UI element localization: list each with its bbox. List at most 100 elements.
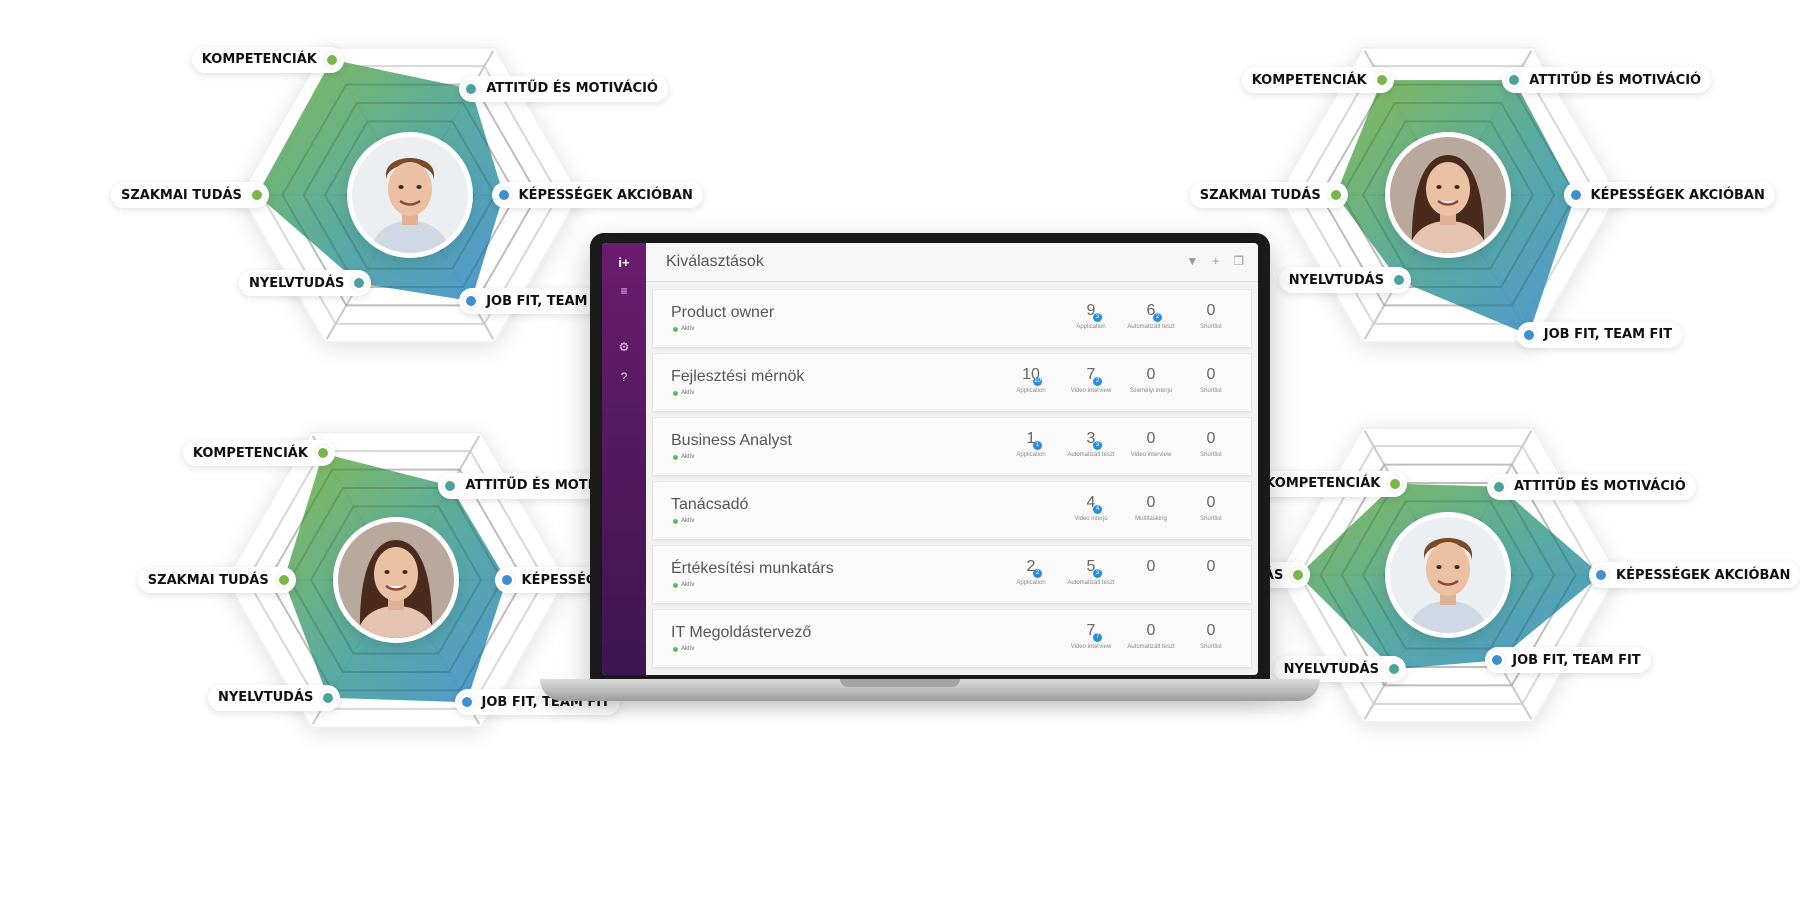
radar-point — [1290, 567, 1307, 583]
help-icon[interactable]: ? — [620, 370, 628, 384]
gear-icon[interactable]: ⚙ — [618, 340, 630, 354]
radar-grid-ring — [1361, 120, 1535, 270]
radar-grid-ring — [309, 505, 483, 655]
new-count-badge: 4 — [1093, 505, 1102, 514]
female-candidate-avatar-2 — [338, 522, 454, 638]
radar-label-kompetenciak: KOMPETENCIÁK — [1241, 67, 1394, 94]
radar-label-attitud: ATTITŰD ÉS MOTIVÁCIÓ — [459, 75, 668, 102]
radar-grid-ring — [1383, 518, 1513, 632]
radar-point — [458, 694, 475, 711]
add-icon[interactable]: + — [1212, 254, 1220, 268]
radar-score-area — [1298, 483, 1601, 670]
radar-grid-ring — [1298, 65, 1598, 325]
laptop-base — [540, 679, 1320, 701]
radar-label-attitud: ATTITŰD ÉS MOTIVÁCIÓ — [1502, 67, 1712, 94]
radar-grid-ring — [1298, 445, 1598, 705]
radar-grid-ring — [323, 120, 497, 270]
radar-grid-overlay — [1319, 83, 1577, 307]
header-actions: ▼ + ❐ — [1186, 254, 1244, 268]
radar-spoke — [325, 50, 411, 196]
radar-grid-overlay — [309, 505, 483, 655]
new-count-badge: 2 — [1033, 569, 1042, 578]
radar-point — [1489, 652, 1506, 669]
radar-label-kompetenciak: KOMPETENCIÁK — [191, 46, 344, 73]
radar-grid-ring — [1383, 138, 1513, 252]
radar-grid-overlay — [267, 468, 525, 692]
radar-spoke — [1447, 574, 1533, 720]
radar-spoke — [311, 435, 397, 581]
radar-grid-ring — [345, 138, 475, 252]
status-badge: Aktív — [673, 582, 694, 588]
radar-grid-overlay — [1404, 537, 1492, 613]
male-candidate-avatar-2 — [1390, 517, 1506, 633]
radar-label-nyelvtudas: NYELVTUDÁS — [239, 270, 372, 297]
stage-counter[interactable]: 0 — [1146, 558, 1156, 575]
radar-grid-ring — [1404, 157, 1492, 233]
radar-grid-ring — [1340, 481, 1556, 669]
radar-background — [1276, 46, 1620, 344]
radar-spoke — [1363, 50, 1449, 196]
radar-point — [1327, 187, 1344, 203]
radar-point — [498, 572, 515, 588]
radar-point — [248, 187, 265, 203]
radar-grid-overlay — [1340, 481, 1556, 669]
radar-label-szakmai: SZAKMAI TUDÁS — [137, 567, 296, 593]
job-title: Business Analyst — [671, 432, 792, 449]
radar-label-nyelvtudas: NYELVTUDÁS — [208, 684, 341, 711]
new-count-badge: 2 — [1093, 377, 1102, 386]
radar-grid-ring — [302, 101, 518, 289]
radar-grid-ring — [331, 523, 461, 637]
radar-grid-overlay — [345, 138, 475, 252]
filter-icon[interactable]: ▼ — [1186, 254, 1199, 268]
female-candidate-avatar — [1390, 137, 1506, 253]
app-logo[interactable]: i+ — [618, 255, 630, 270]
radar-grid-ring — [387, 175, 433, 215]
page-title: Kiválasztások — [666, 253, 764, 270]
radar-point — [275, 572, 292, 588]
radar-grid-ring — [1404, 537, 1492, 613]
radar-score-area — [257, 59, 504, 302]
radar-point — [1567, 187, 1584, 203]
radar-point — [351, 275, 368, 292]
stage-counter[interactable]: 0 — [1206, 558, 1216, 575]
radar-spoke — [1447, 50, 1533, 196]
radar-spoke — [1363, 194, 1449, 340]
radar-grid-overlay — [1404, 157, 1492, 233]
radar-label-jobfit: JOB FIT, TEAM FIT — [1485, 647, 1651, 674]
radar-background — [1276, 426, 1620, 724]
copy-icon[interactable]: ❐ — [1233, 254, 1244, 268]
radar-grid-overlay — [302, 101, 518, 289]
menu-icon[interactable]: ≡ — [620, 284, 628, 298]
radar-point — [463, 80, 480, 97]
